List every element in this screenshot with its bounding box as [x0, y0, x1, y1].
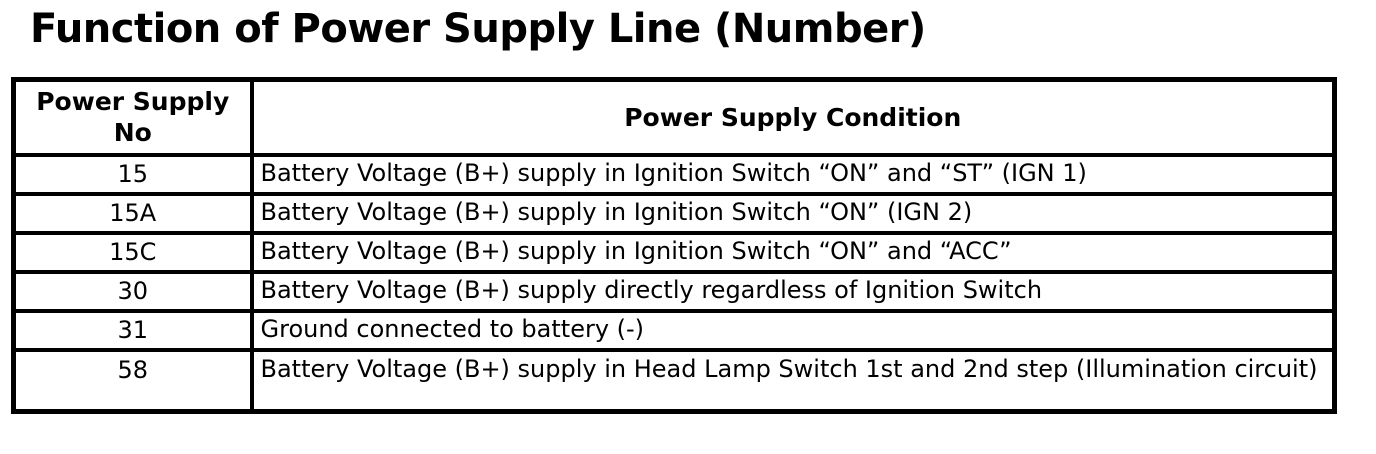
cell-power-supply-condition: Battery Voltage (B+) supply in Ignition … — [249, 191, 1337, 235]
table-row: 15C Battery Voltage (B+) supply in Ignit… — [11, 230, 1337, 274]
cell-power-supply-condition: Battery Voltage (B+) supply in Ignition … — [249, 230, 1337, 274]
power-supply-table: Power Supply No Power Supply Condition 1… — [11, 77, 1337, 414]
header-row: Power Supply No Power Supply Condition — [11, 77, 1337, 157]
table-row: 31 Ground connected to battery (-) — [11, 308, 1337, 352]
cell-power-supply-no: 15 — [11, 152, 254, 196]
cell-power-supply-condition: Battery Voltage (B+) supply directly reg… — [249, 269, 1337, 313]
page-title: Function of Power Supply Line (Number) — [30, 6, 926, 52]
table-header: Power Supply No Power Supply Condition — [11, 77, 1337, 157]
cell-power-supply-no: 58 — [11, 347, 254, 414]
cell-power-supply-condition: Battery Voltage (B+) supply in Ignition … — [249, 152, 1337, 196]
cell-power-supply-condition: Battery Voltage (B+) supply in Head Lamp… — [249, 347, 1337, 414]
cell-power-supply-no: 30 — [11, 269, 254, 313]
cell-power-supply-no: 15C — [11, 230, 254, 274]
table-row: 15 Battery Voltage (B+) supply in Igniti… — [11, 152, 1337, 196]
table-body: 15 Battery Voltage (B+) supply in Igniti… — [11, 152, 1337, 414]
header-cell-power-supply-condition: Power Supply Condition — [249, 77, 1337, 157]
table-row: 58 Battery Voltage (B+) supply in Head L… — [11, 347, 1337, 414]
table-row: 15A Battery Voltage (B+) supply in Ignit… — [11, 191, 1337, 235]
cell-power-supply-no: 31 — [11, 308, 254, 352]
cell-power-supply-no: 15A — [11, 191, 254, 235]
table-row: 30 Battery Voltage (B+) supply directly … — [11, 269, 1337, 313]
header-cell-power-supply-no: Power Supply No — [11, 77, 254, 157]
cell-power-supply-condition: Ground connected to battery (-) — [249, 308, 1337, 352]
